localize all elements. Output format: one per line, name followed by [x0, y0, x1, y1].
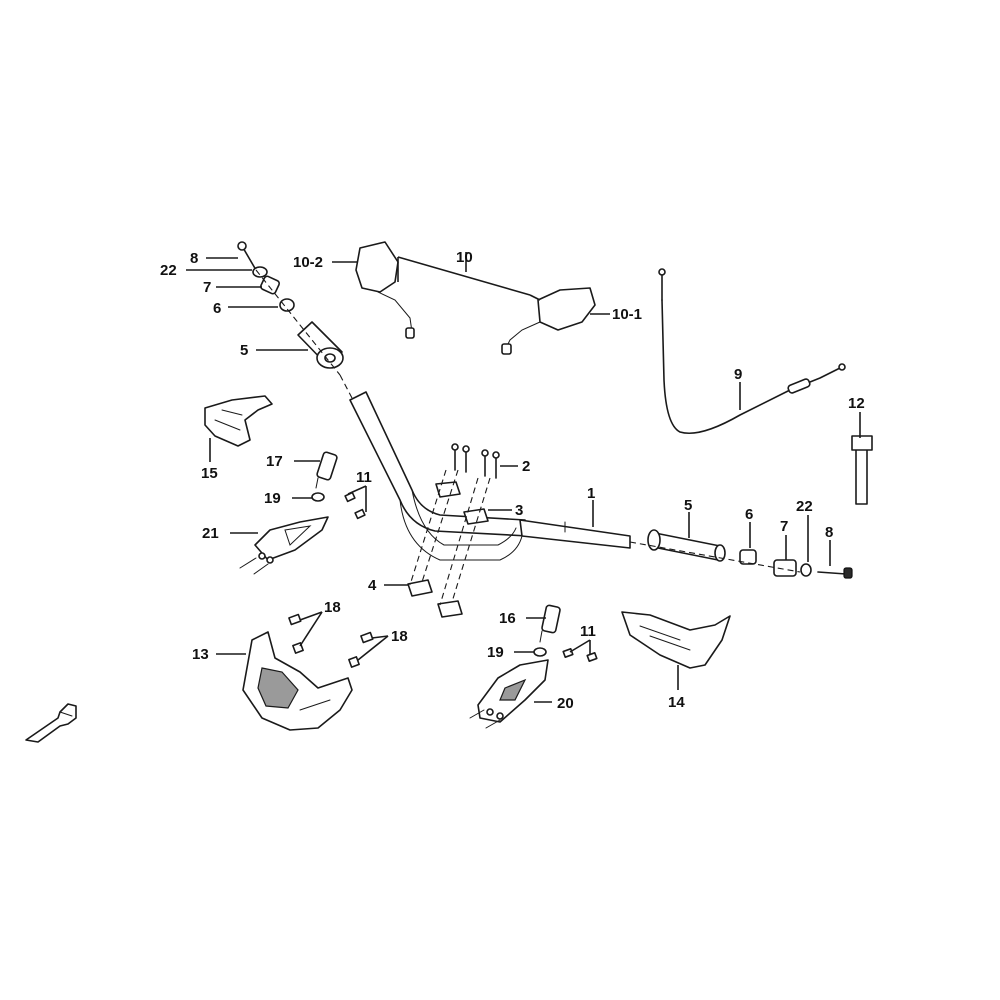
label-19-right: 19: [487, 644, 504, 661]
mirror-left[interactable]: [355, 241, 415, 339]
cover-screws[interactable]: [288, 613, 374, 668]
label-22-left: 22: [160, 262, 177, 279]
label-1: 1: [587, 485, 595, 502]
right-spacer[interactable]: [533, 647, 547, 657]
throttle-cable[interactable]: [658, 268, 846, 435]
front-direction-arrow-icon: [25, 703, 77, 743]
clamp-bolts[interactable]: [451, 443, 500, 479]
lower-clamp-left[interactable]: [407, 579, 433, 597]
label-11-right: 11: [580, 623, 596, 640]
right-bar-end-insert[interactable]: [739, 549, 757, 565]
label-8-right: 8: [825, 524, 833, 541]
right-grip[interactable]: [647, 529, 726, 562]
right-screws[interactable]: [562, 648, 598, 662]
label-4: 4: [368, 577, 377, 594]
left-washer[interactable]: [252, 266, 268, 278]
label-16: 16: [499, 610, 516, 627]
label-17: 17: [266, 453, 283, 470]
right-washer[interactable]: [800, 563, 812, 577]
axis-line: [339, 374, 353, 399]
right-axis-line: [629, 541, 801, 573]
right-bolt[interactable]: [817, 567, 853, 579]
right-hand-guard[interactable]: [621, 611, 731, 669]
mirror-bracket-line-right: [529, 294, 541, 301]
left-grip[interactable]: [297, 321, 344, 369]
label-18-b: 18: [391, 628, 408, 645]
label-10-1: 10-1: [612, 306, 642, 323]
label-8-left: 8: [190, 250, 198, 267]
lower-clamp-right[interactable]: [437, 600, 463, 618]
label-7-right: 7: [780, 518, 788, 535]
label-2: 2: [522, 458, 530, 475]
label-6-left: 6: [213, 300, 221, 317]
label-10-2: 10-2: [293, 254, 323, 271]
left-bar-end-weight[interactable]: [259, 275, 281, 295]
left-bar-end-insert[interactable]: [279, 298, 295, 312]
label-5-right: 5: [684, 497, 692, 514]
label-20: 20: [557, 695, 574, 712]
mirror-bracket-line: [397, 256, 531, 296]
cable-clip[interactable]: [851, 435, 873, 505]
handlebar[interactable]: [349, 391, 631, 561]
callout-labels: 8 22 7 6 5 10-2 10 10-1 9 12 1 2 3 4 5 6…: [160, 249, 865, 712]
right-knob[interactable]: [539, 604, 561, 643]
label-12: 12: [848, 395, 865, 412]
label-9: 9: [734, 366, 742, 383]
left-knob[interactable]: [315, 451, 338, 489]
front-cover[interactable]: [242, 631, 353, 731]
label-7-left: 7: [203, 279, 211, 296]
label-5-left: 5: [240, 342, 248, 359]
label-14: 14: [668, 694, 685, 711]
left-axis-line: [255, 269, 341, 376]
left-bolt[interactable]: [237, 241, 257, 271]
left-bracket[interactable]: [239, 516, 329, 575]
label-6-right: 6: [745, 506, 753, 523]
label-11-left: 11: [356, 469, 372, 486]
label-13: 13: [192, 646, 209, 663]
label-19-left: 19: [264, 490, 281, 507]
leader-lines: [186, 257, 861, 703]
right-bracket[interactable]: [469, 659, 549, 729]
label-10: 10: [456, 249, 473, 266]
label-3: 3: [515, 502, 523, 519]
label-22-right: 22: [796, 498, 813, 515]
left-hand-guard[interactable]: [204, 395, 273, 447]
clamp-axis-lines: [409, 469, 491, 606]
label-15: 15: [201, 465, 218, 482]
right-bar-end-weight[interactable]: [773, 559, 797, 577]
left-screws[interactable]: [344, 491, 366, 520]
label-18-a: 18: [324, 599, 341, 616]
upper-clamp-right[interactable]: [463, 508, 489, 525]
label-21: 21: [202, 525, 219, 542]
left-spacer[interactable]: [311, 492, 325, 502]
mirror-right[interactable]: [501, 287, 596, 355]
